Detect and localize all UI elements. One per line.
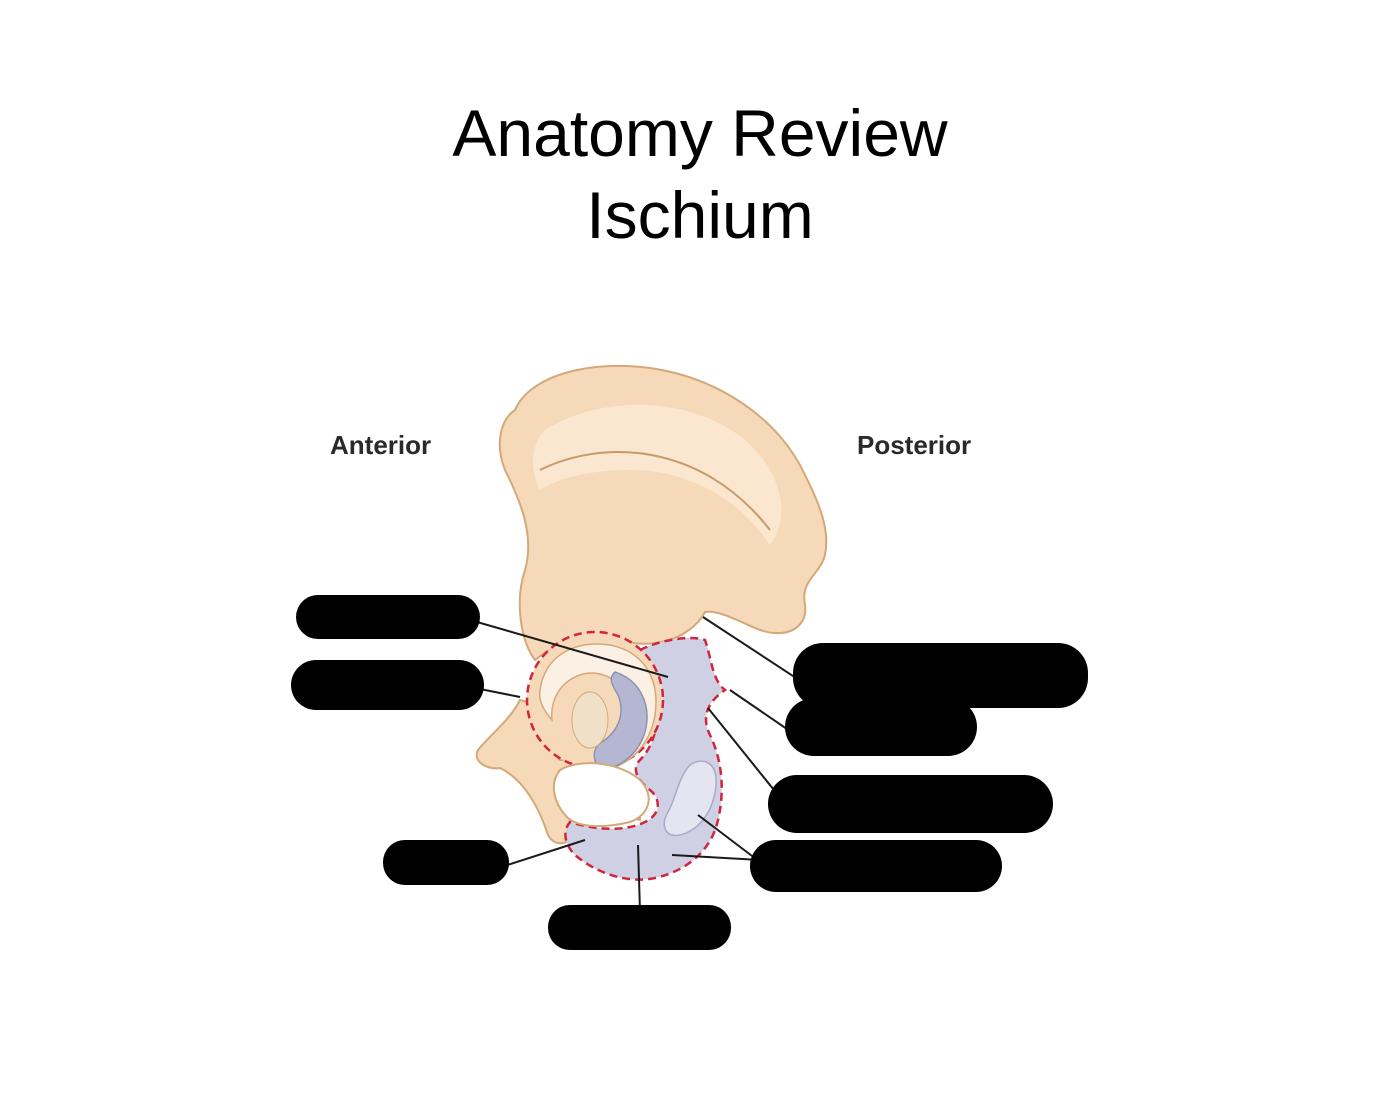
redacted-label-6 bbox=[750, 840, 1002, 892]
redacted-label-8 bbox=[548, 905, 731, 950]
iliac-crest-line bbox=[539, 451, 771, 531]
redacted-label-1 bbox=[296, 595, 480, 639]
page-title: Anatomy Review Ischium bbox=[0, 92, 1400, 256]
redacted-label-5 bbox=[768, 775, 1053, 833]
leader-lines bbox=[469, 616, 826, 913]
leader-line-5 bbox=[707, 707, 783, 801]
leader-line-8 bbox=[497, 839, 586, 869]
posterior-label: Posterior bbox=[857, 430, 972, 460]
ischial-tuberosity-shade bbox=[663, 760, 717, 837]
redacted-label-2 bbox=[291, 660, 484, 710]
leader-line-7 bbox=[671, 854, 761, 861]
redacted-label-4 bbox=[785, 698, 977, 756]
acetabular-fossa bbox=[571, 691, 609, 749]
leader-line-1 bbox=[469, 619, 669, 678]
acetabulum-ischial-part bbox=[593, 671, 648, 771]
leader-line-9 bbox=[637, 844, 641, 913]
obturator-foramen bbox=[552, 762, 650, 828]
iliac-fossa bbox=[533, 404, 782, 545]
anterior-label: Anterior bbox=[330, 430, 432, 460]
redacted-label-3 bbox=[793, 643, 1088, 708]
title-line-2: Ischium bbox=[586, 178, 814, 252]
title-line-1: Anatomy Review bbox=[452, 96, 948, 170]
redacted-label-7 bbox=[383, 840, 509, 885]
leader-line-6 bbox=[697, 814, 761, 863]
redacted-labels bbox=[291, 595, 1088, 950]
